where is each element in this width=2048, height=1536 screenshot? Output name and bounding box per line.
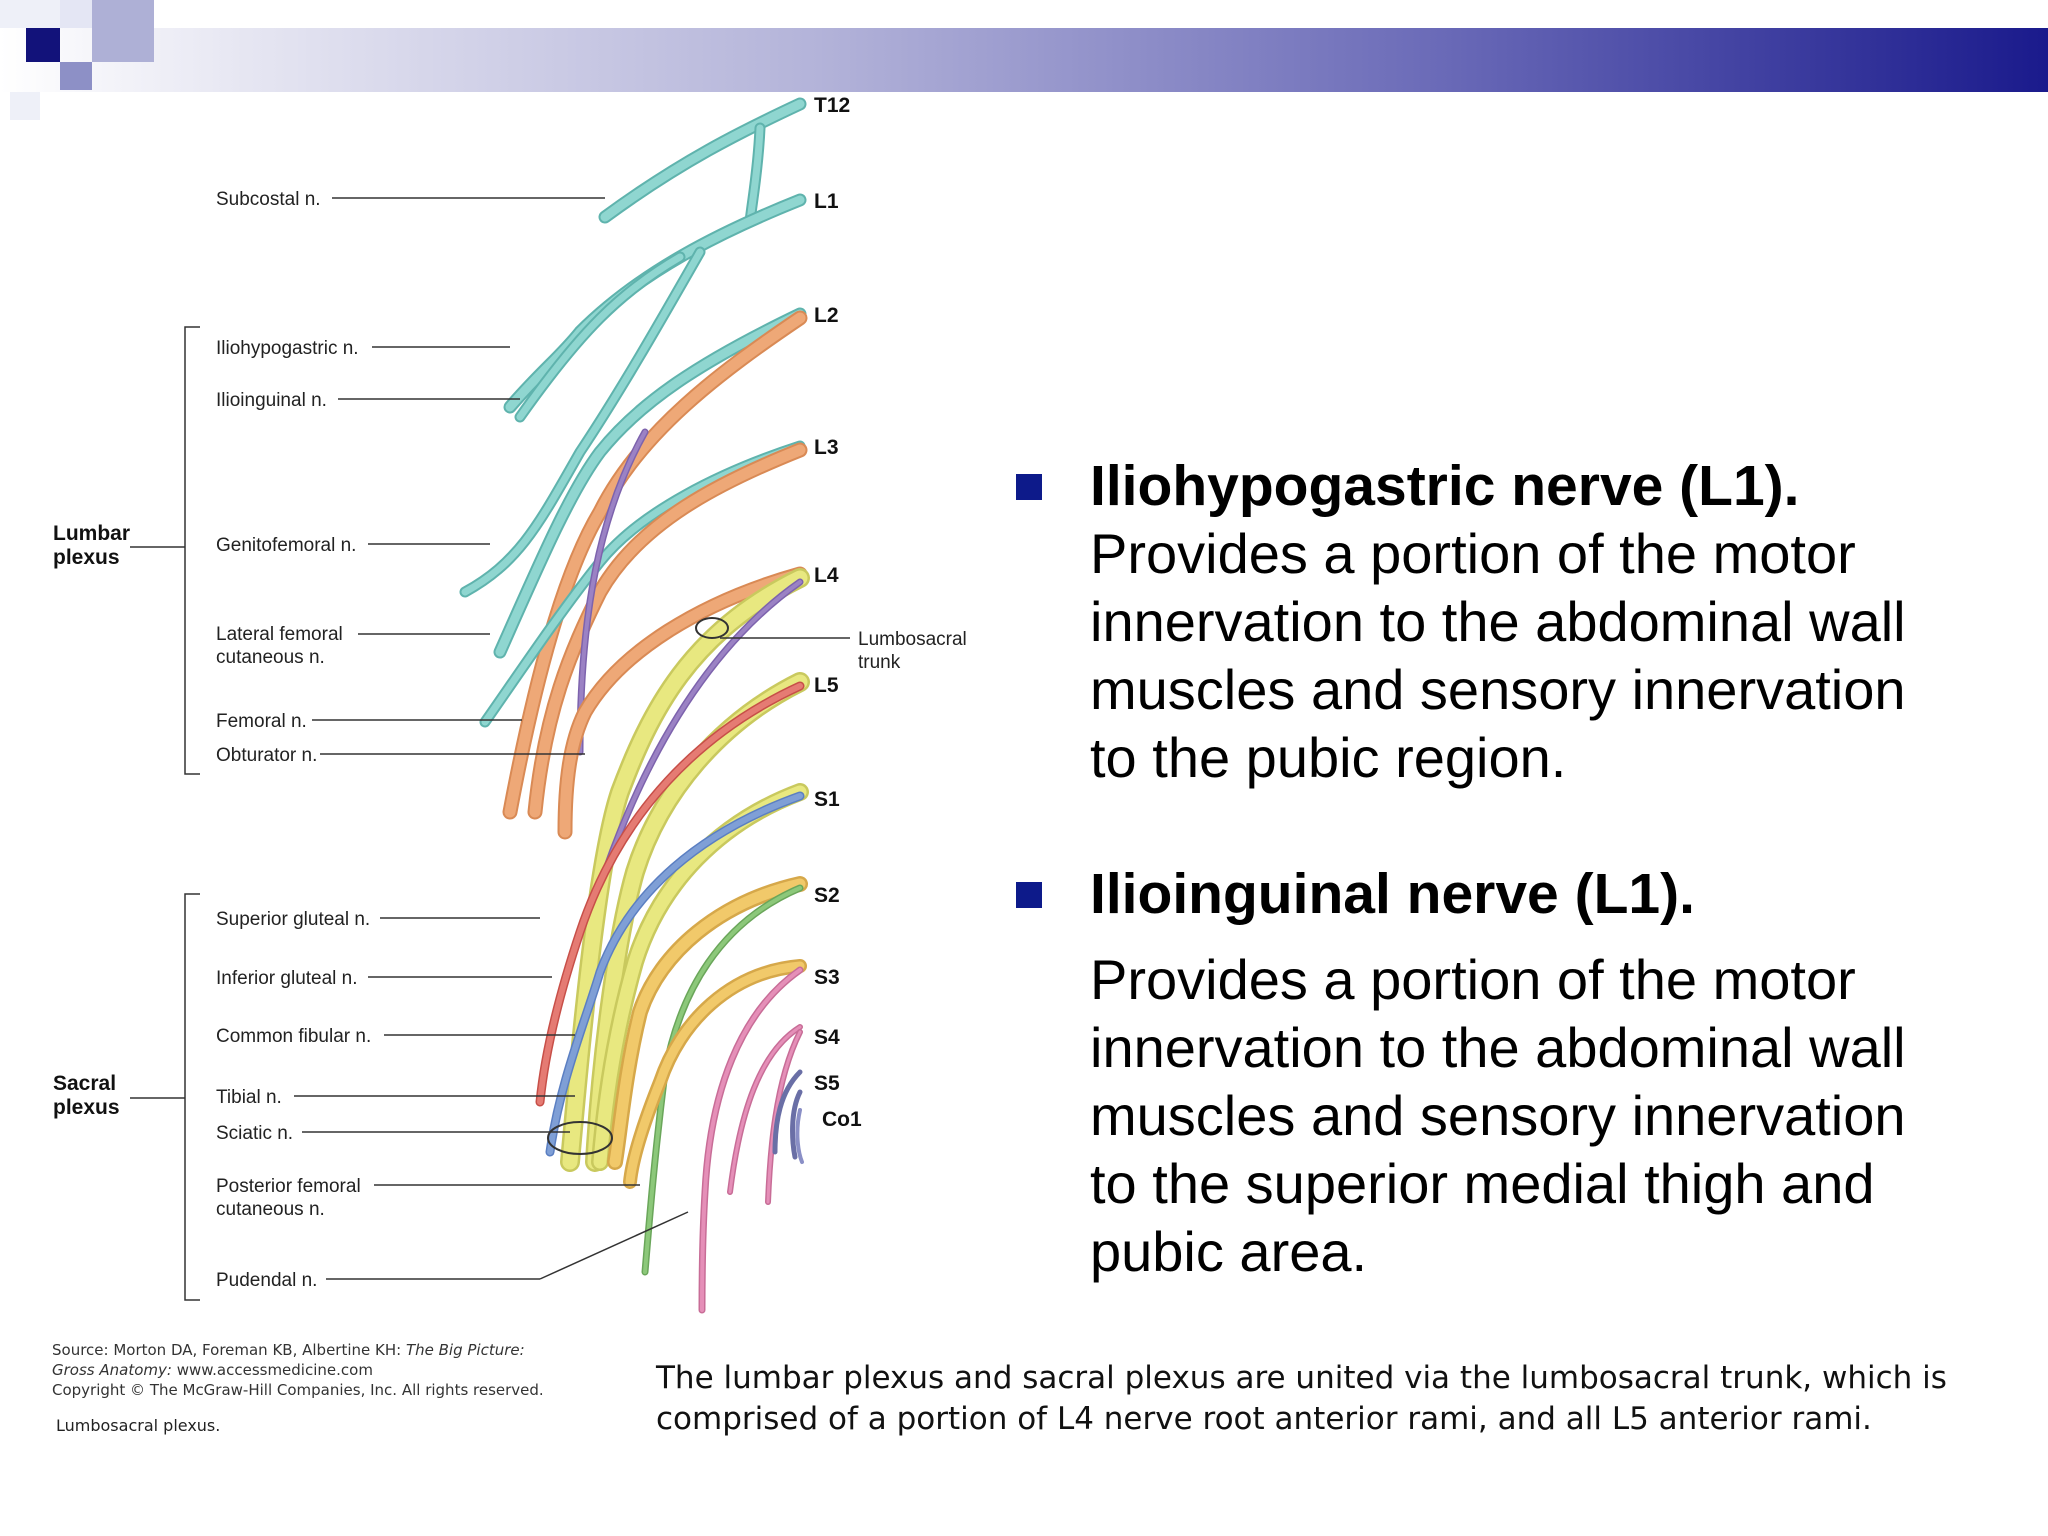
subcostal-nerve: [598, 97, 807, 228]
common-fibular-label: Common fibular n.: [216, 1026, 371, 1047]
bullet-body-line: muscles and sensory innervation: [1090, 658, 1906, 721]
s4-s5-co1-nerves: [727, 1024, 804, 1205]
root-label: L3: [814, 436, 839, 459]
plexus-figure: T12 L1 L2 L3 L4 L5 S1 S2 S3 S4 S5 Co1 Su…: [40, 92, 980, 1332]
root-label: S4: [814, 1026, 840, 1049]
figure-caption: Lumbosacral plexus.: [56, 1416, 221, 1435]
header-square-dark: [26, 28, 60, 62]
sacral-plexus-label-2: plexus: [53, 1096, 120, 1119]
lumbar-plexus-label-2: plexus: [53, 546, 120, 569]
source-text: Source: Morton DA, Foreman KB, Albertine…: [52, 1341, 406, 1359]
inferior-gluteal-label: Inferior gluteal n.: [216, 968, 358, 989]
bullet-list: Iliohypogastric nerve (L1). Provides a p…: [1010, 452, 2030, 1286]
bullet-body-line: Provides a portion of the motor: [1090, 522, 1856, 585]
posterior-femoral-label-2: cutaneous n.: [216, 1199, 325, 1220]
obturator-label: Obturator n.: [216, 745, 317, 766]
lumbar-plexus-label: Lumbar: [53, 522, 130, 545]
bullet-body-line: to the pubic region.: [1090, 726, 1567, 789]
bottom-caption-line: The lumbar plexus and sacral plexus are …: [656, 1360, 1947, 1396]
lumbosacral-plexus-diagram: T12 L1 L2 L3 L4 L5 S1 S2 S3 S4 S5 Co1 Su…: [53, 94, 967, 1314]
l1-branches: [459, 193, 807, 598]
source-title-2: Gross Anatomy:: [52, 1361, 172, 1379]
iliohypogastric-label: Iliohypogastric n.: [216, 338, 359, 359]
header-square-lavender: [92, 0, 154, 62]
superior-gluteal-label: Superior gluteal n.: [216, 909, 370, 930]
nerve-labels: Subcostal n. Iliohypogastric n. Ilioingu…: [216, 189, 967, 1291]
bottom-caption: The lumbar plexus and sacral plexus are …: [656, 1358, 1956, 1440]
l2-nerve: [493, 307, 808, 820]
sacral-plexus-label: Sacral: [53, 1072, 116, 1095]
bullet-body-line: innervation to the abdominal wall: [1090, 590, 1906, 653]
bullet-body-line: innervation to the abdominal wall: [1090, 1016, 1906, 1079]
source-line-2: Gross Anatomy: www.accessmedicine.com: [52, 1360, 612, 1380]
root-labels: T12 L1 L2 L3 L4 L5 S1 S2 S3 S4 S5 Co1: [814, 94, 862, 1131]
source-url: www.accessmedicine.com: [171, 1361, 373, 1379]
posterior-femoral-label: Posterior femoral: [216, 1176, 361, 1197]
header-square-light: [0, 0, 60, 28]
s3-nerve: [623, 959, 807, 1314]
lumbosacral-trunk-outline: [695, 617, 729, 639]
root-label: S5: [814, 1072, 840, 1095]
figure-source: Source: Morton DA, Foreman KB, Albertine…: [52, 1340, 612, 1400]
pudendal-label: Pudendal n.: [216, 1270, 317, 1291]
bullet-body-line: Provides a portion of the motor: [1090, 948, 1856, 1011]
leader-lines: [130, 197, 850, 1301]
root-label: S3: [814, 966, 840, 989]
group-labels: Lumbar plexus Sacral plexus: [53, 522, 130, 1119]
root-label: Co1: [822, 1108, 862, 1131]
bullet-square-icon: [1016, 882, 1042, 908]
sciatic-label: Sciatic n.: [216, 1123, 293, 1144]
root-label: S2: [814, 884, 840, 907]
bullet-ilioinguinal: Ilioinguinal nerve (L1). Provides a port…: [1010, 860, 2030, 1286]
bullet-body-line: to the superior medial thigh and: [1090, 1152, 1875, 1215]
bullet-square-icon: [1016, 474, 1042, 500]
bullet-heading: Ilioinguinal nerve (L1).: [1090, 862, 1695, 926]
copyright-line: Copyright © The McGraw-Hill Companies, I…: [52, 1381, 544, 1399]
bottom-caption-line: comprised of a portion of L4 nerve root …: [656, 1401, 1872, 1437]
femoral-label: Femoral n.: [216, 711, 307, 732]
lumbosacral-trunk-label-2: trunk: [858, 652, 901, 673]
header-square-mid: [60, 62, 92, 90]
lateral-femoral-label: Lateral femoral: [216, 624, 343, 645]
s1-nerve: [545, 783, 809, 1171]
source-line-1: Source: Morton DA, Foreman KB, Albertine…: [52, 1340, 612, 1360]
root-label: L2: [814, 304, 839, 327]
ilioinguinal-label: Ilioinguinal n.: [216, 390, 327, 411]
root-label: L4: [814, 564, 839, 587]
bullet-iliohypogastric: Iliohypogastric nerve (L1). Provides a p…: [1010, 452, 2030, 792]
lumbosacral-trunk-label: Lumbosacral: [858, 629, 967, 650]
bullet-body-line: pubic area.: [1090, 1220, 1368, 1283]
source-title: The Big Picture:: [405, 1341, 525, 1359]
root-label: T12: [814, 94, 850, 117]
tibial-label: Tibial n.: [216, 1087, 282, 1108]
header-square-light-2: [60, 0, 92, 28]
root-label: S1: [814, 788, 840, 811]
sciatic-outline: [547, 1121, 613, 1155]
root-label: L5: [814, 674, 839, 697]
bullet-body-line: muscles and sensory innervation: [1090, 1084, 1906, 1147]
bullet-heading: Iliohypogastric nerve (L1).: [1090, 454, 1800, 518]
subcostal-label: Subcostal n.: [216, 189, 321, 210]
genitofemoral-label: Genitofemoral n.: [216, 535, 356, 556]
l3-nerve: [479, 428, 808, 820]
root-label: L1: [814, 190, 839, 213]
header-gradient-band: [0, 28, 2048, 92]
lateral-femoral-label-2: cutaneous n.: [216, 647, 325, 668]
